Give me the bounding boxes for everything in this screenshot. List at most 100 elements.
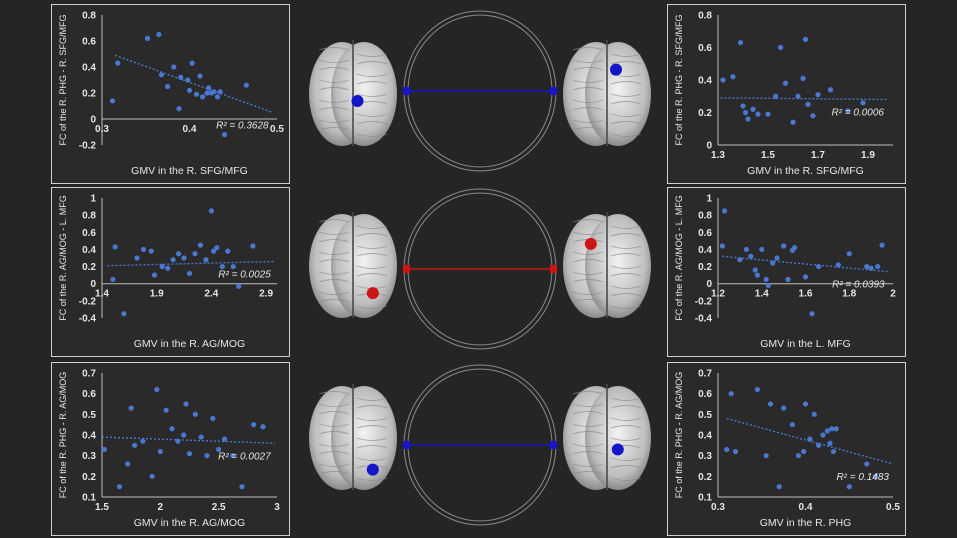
x-tick-label: 2.4 — [204, 289, 218, 300]
brain-gyrus — [356, 245, 388, 249]
x-tick-label: 1.6 — [799, 289, 813, 300]
y-tick-label: 0.4 — [82, 63, 96, 74]
brain-gyrus — [318, 463, 350, 467]
data-point — [802, 274, 809, 280]
brain-gyrus — [356, 53, 388, 57]
brain-right-hemisphere — [331, 386, 397, 490]
data-point — [811, 411, 817, 417]
brain-gyrus — [318, 443, 350, 447]
data-point — [755, 111, 761, 117]
x-tick-label: 1.5 — [761, 150, 775, 161]
y-tick-label: 0.6 — [698, 228, 712, 239]
data-point — [745, 116, 751, 122]
brain-gyrus — [318, 403, 350, 407]
data-point — [144, 35, 151, 41]
brain-gyrus — [356, 133, 388, 137]
x-tick-label: 0.5 — [886, 502, 900, 513]
data-point — [115, 60, 121, 66]
brain-right-hemisphere — [585, 214, 651, 318]
brain-image-bottom-left — [309, 384, 397, 490]
brain-gyrus — [572, 279, 604, 283]
brain-gyrus — [356, 437, 388, 441]
data-point — [860, 100, 866, 106]
data-point — [183, 401, 189, 407]
brain-gyrus — [356, 425, 388, 429]
brain-gyrus — [572, 67, 604, 71]
data-point — [193, 91, 200, 97]
data-point — [121, 311, 127, 317]
connectivity-node-left — [403, 265, 410, 273]
data-point — [210, 248, 217, 254]
data-point — [827, 87, 834, 93]
brain-gyrus — [610, 273, 642, 277]
data-point — [724, 446, 730, 453]
data-point — [728, 391, 734, 397]
brain-right-hemisphere — [585, 42, 651, 146]
brain-gyrus — [356, 457, 388, 461]
connectivity-node-left — [403, 87, 410, 95]
data-point — [868, 265, 874, 271]
y-tick-label: 0.6 — [698, 43, 712, 54]
brain-gyrus — [318, 299, 350, 303]
brain-gyrus — [572, 251, 604, 255]
y-tick-label: -0.2 — [695, 296, 713, 307]
y-tick-label: 0.1 — [82, 493, 96, 504]
data-point — [186, 451, 193, 457]
data-point — [845, 108, 851, 114]
brain-gyrus — [318, 259, 350, 263]
data-point — [151, 272, 158, 278]
brain-gyrus — [318, 67, 350, 71]
data-point — [875, 263, 881, 270]
data-point — [765, 111, 771, 117]
y-tick-label: 0.6 — [82, 389, 96, 400]
y-tick-label: 0 — [90, 115, 96, 126]
brain-gyrus — [318, 107, 350, 111]
data-point — [217, 89, 223, 95]
data-point — [807, 436, 813, 442]
data-point — [864, 461, 870, 467]
trend-line — [726, 417, 894, 465]
brain-gyrus — [572, 87, 604, 91]
data-point — [221, 436, 228, 442]
data-point — [742, 109, 749, 116]
brain-gyrus — [356, 253, 388, 257]
x-tick-label: 0.3 — [711, 502, 725, 513]
data-point — [824, 428, 830, 434]
data-point — [754, 272, 760, 278]
data-point — [109, 98, 116, 104]
data-point — [805, 101, 811, 107]
brain-gyrus — [356, 121, 388, 125]
brain-gyrus — [318, 431, 350, 435]
x-axis-label: GMV in the R. AG/MOG — [134, 338, 245, 350]
brain-right-hemisphere — [331, 214, 397, 318]
x-tick-label: 1.8 — [842, 289, 856, 300]
data-point — [128, 405, 134, 411]
brain-gyrus — [572, 119, 604, 123]
data-point — [260, 424, 266, 430]
brain-image-top-left — [309, 40, 397, 146]
y-tick-label: 0.5 — [698, 410, 712, 421]
y-tick-label: 0.8 — [698, 211, 712, 222]
y-axis-label: FC of the R. PHG - R. SFG/MFG — [674, 14, 684, 145]
data-point — [737, 257, 743, 263]
brain-region-node — [366, 287, 379, 300]
data-point — [175, 251, 182, 257]
x-tick-label: 1.3 — [711, 150, 725, 161]
brain-gyrus — [610, 101, 642, 105]
brain-gyrus — [610, 233, 642, 237]
brain-gyrus — [356, 265, 388, 269]
data-point — [197, 73, 203, 79]
brain-gyrus — [610, 121, 642, 125]
data-point — [820, 432, 826, 438]
y-tick-label: 0.7 — [698, 369, 712, 380]
brain-gyrus — [572, 127, 604, 131]
brain-gyrus — [572, 403, 604, 407]
x-tick-label: 1.4 — [755, 289, 769, 300]
x-tick-label: 1.9 — [861, 150, 875, 161]
brain-gyrus — [318, 87, 350, 91]
